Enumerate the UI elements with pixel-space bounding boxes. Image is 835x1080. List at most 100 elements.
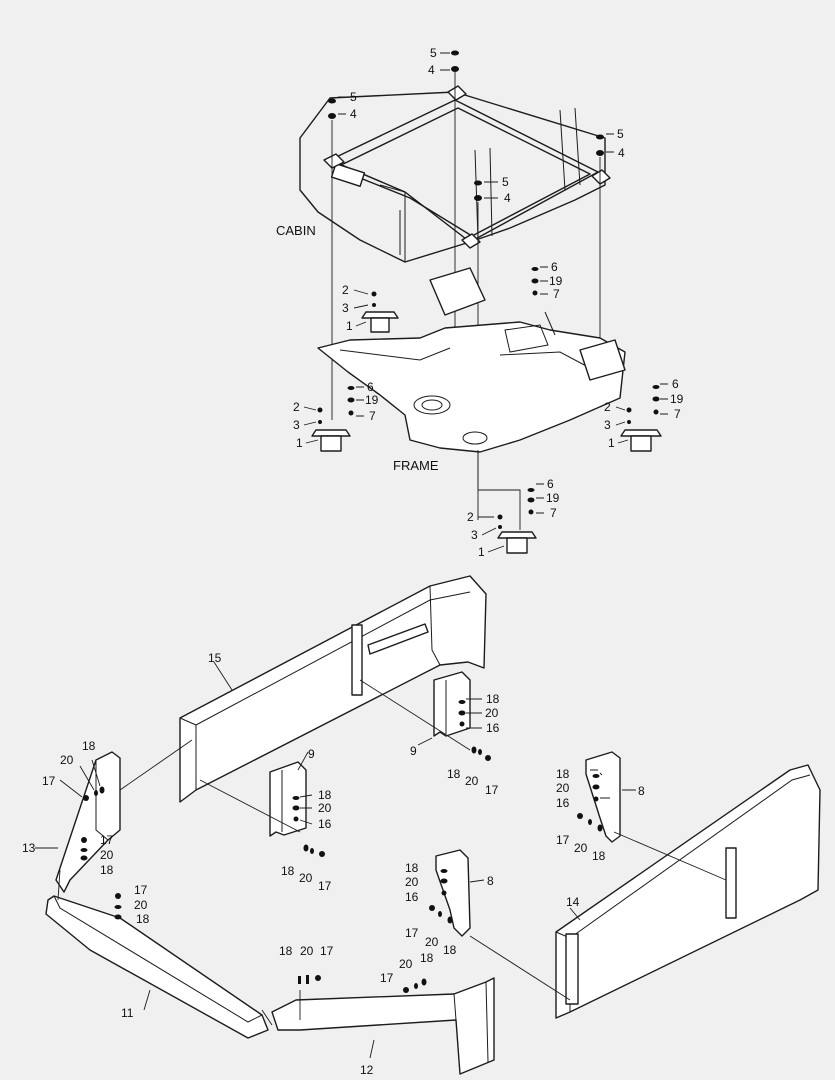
callout-3: 3 bbox=[293, 418, 300, 432]
callout-4: 4 bbox=[504, 191, 511, 205]
callout-18: 18 bbox=[318, 788, 332, 802]
bracket-9-right bbox=[433, 671, 471, 737]
callout-9: 9 bbox=[410, 744, 417, 758]
callout-17: 17 bbox=[485, 783, 499, 797]
callout-18: 18 bbox=[556, 767, 570, 781]
callout-16: 16 bbox=[556, 796, 570, 810]
callout-7: 7 bbox=[550, 506, 557, 520]
callout-7: 7 bbox=[369, 409, 376, 423]
callout-17: 17 bbox=[318, 879, 332, 893]
callout-18: 18 bbox=[405, 861, 419, 875]
frame-label: FRAME bbox=[393, 458, 439, 473]
callout-16: 16 bbox=[486, 721, 500, 735]
callout-3: 3 bbox=[471, 528, 478, 542]
assembly-leaders bbox=[57, 679, 727, 1026]
callout-18: 18 bbox=[100, 863, 114, 877]
callout-6: 6 bbox=[547, 477, 554, 491]
callout-19: 19 bbox=[670, 392, 684, 406]
callout-6: 6 bbox=[551, 260, 558, 274]
callout-20: 20 bbox=[134, 898, 148, 912]
callout-18: 18 bbox=[592, 849, 606, 863]
callout-17: 17 bbox=[380, 971, 394, 985]
callout-5: 5 bbox=[350, 90, 357, 104]
brace-12 bbox=[271, 977, 495, 1075]
bracket-8-center bbox=[435, 849, 471, 937]
cabin-label: CABIN bbox=[276, 223, 316, 238]
callout-5: 5 bbox=[502, 175, 509, 189]
callout-2: 2 bbox=[342, 283, 349, 297]
mount-right bbox=[620, 429, 662, 452]
callout-6: 6 bbox=[672, 377, 679, 391]
callout-16: 16 bbox=[318, 817, 332, 831]
callout-17: 17 bbox=[320, 944, 334, 958]
callout-6: 6 bbox=[367, 380, 374, 394]
callout-18: 18 bbox=[420, 951, 434, 965]
callout-1: 1 bbox=[346, 319, 353, 333]
callout-18: 18 bbox=[279, 944, 293, 958]
callout-18: 18 bbox=[82, 739, 96, 753]
callout-20: 20 bbox=[465, 774, 479, 788]
callout-4: 4 bbox=[350, 107, 357, 121]
callout-7: 7 bbox=[674, 407, 681, 421]
callout-20: 20 bbox=[300, 944, 314, 958]
callout-18: 18 bbox=[281, 864, 295, 878]
cabin-hardware bbox=[328, 50, 604, 520]
callout-5: 5 bbox=[617, 127, 624, 141]
beam-11 bbox=[45, 895, 269, 1039]
bracket-8-right bbox=[585, 751, 621, 843]
callout-17: 17 bbox=[42, 774, 56, 788]
callout-20: 20 bbox=[405, 875, 419, 889]
callout-19: 19 bbox=[549, 274, 563, 288]
callout-20: 20 bbox=[399, 957, 413, 971]
callout-8: 8 bbox=[638, 784, 645, 798]
callout-20: 20 bbox=[318, 801, 332, 815]
mount-left bbox=[311, 429, 351, 452]
callout-4: 4 bbox=[428, 63, 435, 77]
callout-2: 2 bbox=[604, 400, 611, 414]
callout-20: 20 bbox=[574, 841, 588, 855]
callout-13: 13 bbox=[22, 841, 36, 855]
callout-1: 1 bbox=[608, 436, 615, 450]
callout-14: 14 bbox=[566, 895, 580, 909]
callout-numbers: 5 4 5 4 5 4 5 4 6 19 7 2 3 1 6 19 7 2 3 … bbox=[22, 46, 684, 1077]
callout-1: 1 bbox=[296, 436, 303, 450]
callout-3: 3 bbox=[604, 418, 611, 432]
callout-17: 17 bbox=[134, 883, 148, 897]
callout-5: 5 bbox=[430, 46, 437, 60]
callout-20: 20 bbox=[425, 935, 439, 949]
callout-17: 17 bbox=[100, 833, 114, 847]
callout-4: 4 bbox=[618, 146, 625, 160]
callout-3: 3 bbox=[342, 301, 349, 315]
callout-20: 20 bbox=[556, 781, 570, 795]
callout-20: 20 bbox=[485, 706, 499, 720]
callout-17: 17 bbox=[556, 833, 570, 847]
panel-14 bbox=[555, 764, 821, 1019]
callout-2: 2 bbox=[467, 510, 474, 524]
callout-2: 2 bbox=[293, 400, 300, 414]
callout-19: 19 bbox=[546, 491, 560, 505]
callout-17: 17 bbox=[405, 926, 419, 940]
callout-leaders bbox=[35, 52, 668, 1059]
callout-19: 19 bbox=[365, 393, 379, 407]
callout-18: 18 bbox=[447, 767, 461, 781]
bracket-9-left bbox=[269, 761, 307, 837]
callout-9: 9 bbox=[308, 747, 315, 761]
callout-8: 8 bbox=[487, 874, 494, 888]
callout-20: 20 bbox=[299, 871, 313, 885]
frame-hardware bbox=[317, 267, 660, 530]
callout-11: 11 bbox=[121, 1006, 134, 1020]
callout-18: 18 bbox=[136, 912, 150, 926]
callout-15: 15 bbox=[208, 651, 222, 665]
cabin-assembly: CABIN bbox=[276, 85, 611, 263]
lower-hardware bbox=[80, 700, 603, 993]
callout-18: 18 bbox=[443, 943, 457, 957]
callout-7: 7 bbox=[553, 287, 560, 301]
callout-20: 20 bbox=[60, 753, 74, 767]
callout-1: 1 bbox=[478, 545, 485, 559]
frame-assembly: FRAME bbox=[317, 267, 626, 473]
mount-mid-left bbox=[361, 311, 399, 333]
callout-18: 18 bbox=[486, 692, 500, 706]
callout-20: 20 bbox=[100, 848, 114, 862]
bracket-13 bbox=[55, 751, 121, 893]
